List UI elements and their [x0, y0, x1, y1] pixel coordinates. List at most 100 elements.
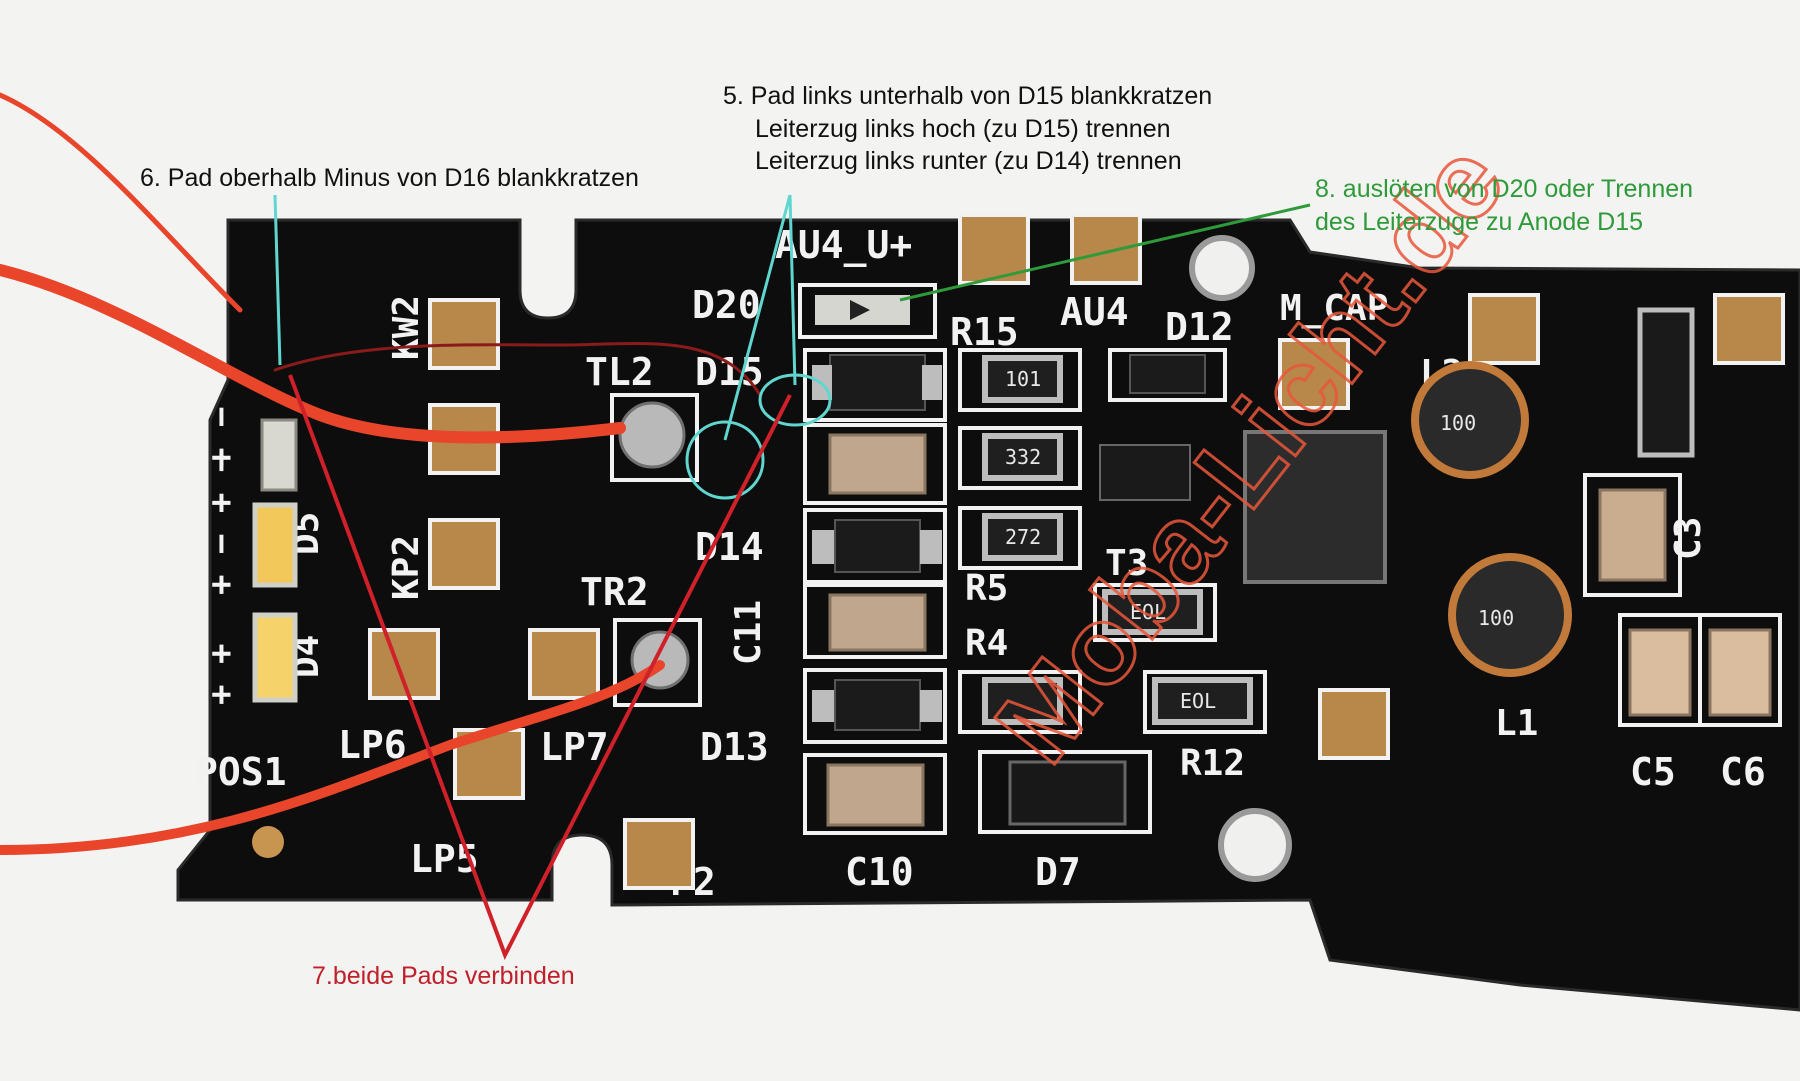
- capacitor-c3: [1598, 488, 1667, 582]
- pointer-red-step7: [288, 374, 792, 960]
- resistor-471: [1637, 307, 1695, 458]
- resistor-103b-marking: EOL: [1180, 689, 1216, 713]
- cyan-ring-pad: [685, 420, 765, 500]
- led-d6: [260, 418, 298, 492]
- resistor-103b: [1152, 677, 1253, 725]
- note-step6: 6. Pad oberhalb Minus von D16 blankkratz…: [140, 164, 639, 192]
- label-c6: C6: [1720, 750, 1766, 794]
- inductor-l2-marking: 100: [1440, 411, 1476, 435]
- label-lp5: LP5: [410, 837, 479, 881]
- note-step8-line1: 8. auslöten von D20 oder Trennen: [1315, 175, 1694, 203]
- pad-tr2-frame: [613, 618, 702, 707]
- red-wire-bottom: [0, 660, 665, 855]
- capacitor-c11: [828, 593, 927, 652]
- note-step5-line1: 5. Pad links unterhalb von D15 blankkrat…: [723, 82, 1213, 110]
- solder-blob-tl2: [618, 401, 686, 469]
- pointer-green-step8: [899, 203, 1311, 302]
- diode-d7: [1008, 760, 1127, 826]
- resistor-101: [982, 355, 1063, 403]
- resistor-103a-marking: EOL: [1130, 600, 1166, 624]
- polarity-marks: + −: [201, 407, 241, 468]
- label-d15: D15: [695, 350, 764, 394]
- pad: [1318, 688, 1390, 760]
- label-d7: D7: [1035, 850, 1081, 894]
- mount-hole: [1189, 235, 1255, 301]
- inductor-l2: [1411, 361, 1529, 479]
- diode-d14: [834, 519, 921, 573]
- led-d4: [252, 612, 298, 703]
- solder-joint: [812, 530, 834, 564]
- annotation-pointers: [273, 194, 1311, 960]
- polarity-marks: + +: [201, 644, 241, 705]
- pad: [428, 518, 500, 590]
- label-r15: R15: [950, 310, 1019, 354]
- diode-d15: [829, 354, 926, 411]
- label-d13: D13: [700, 725, 769, 769]
- pad: [1468, 293, 1540, 365]
- label-t3: T3: [1105, 543, 1148, 584]
- note-step5-line3: Leiterzug links runter (zu D14) trennen: [755, 147, 1182, 175]
- solder-joint: [920, 530, 942, 564]
- capacitor-c5: [1628, 628, 1692, 717]
- pointer-cyan-step5-left: [723, 194, 792, 441]
- label-lp6: LP6: [338, 723, 407, 767]
- polarity-marks: + − + −: [201, 452, 241, 595]
- resistor-101-marking: 101: [1005, 367, 1041, 391]
- solder-joint: [922, 365, 942, 400]
- label-d12: D12: [1165, 305, 1234, 349]
- pcb-board: [176, 218, 1800, 1012]
- pad: [623, 818, 695, 890]
- label-kw2: KW2: [386, 295, 427, 360]
- label-tr2: TR2: [580, 570, 649, 614]
- capacitor-c: [828, 433, 927, 495]
- label-c11: C11: [728, 600, 769, 665]
- resistor-r4: [982, 677, 1063, 725]
- label-c5: C5: [1630, 750, 1676, 794]
- diode-d20-mark: [850, 300, 870, 320]
- smd-components: 101 332 272 EOL EOL 100 100: [812, 295, 1772, 827]
- resistor-332-marking: 332: [1005, 445, 1041, 469]
- resistor-272: [982, 513, 1063, 561]
- label-c10: C10: [845, 850, 914, 894]
- note-step8-line2: des Leiterzuge zu Anode D15: [1315, 208, 1644, 236]
- mount-hole: [1218, 808, 1292, 882]
- thin-bridge-wire: [273, 342, 762, 397]
- pad-tl2-frame: [610, 393, 699, 482]
- label-kp2: KP2: [386, 535, 427, 600]
- red-wire-top: [0, 264, 626, 444]
- capacitor-c10: [826, 763, 925, 827]
- resistor-103a: [1102, 589, 1203, 635]
- resistor-332: [982, 433, 1063, 481]
- led-d5: [252, 502, 298, 588]
- label-tl2: TL2: [585, 350, 654, 394]
- smd-leds: [252, 418, 298, 703]
- label-l1: L1: [1495, 703, 1538, 744]
- diode-d12: [1129, 354, 1206, 394]
- resistor-272-marking: 272: [1005, 525, 1041, 549]
- wires: [0, 92, 762, 855]
- label-pos1: POS1: [195, 750, 287, 794]
- solder-joint: [812, 690, 834, 722]
- label-r4: R4: [965, 623, 1008, 664]
- pad: [1713, 293, 1785, 365]
- red-wire-top-thin: [0, 92, 243, 313]
- note-step7: 7.beide Pads verbinden: [312, 962, 575, 990]
- component-frames: [798, 283, 1782, 835]
- capacitor-c6: [1708, 628, 1772, 717]
- pad: [1278, 338, 1350, 410]
- cyan-ring-d15: [758, 373, 832, 427]
- pad: [528, 628, 600, 700]
- pointer-cyan-step6: [273, 194, 282, 366]
- label-d20: D20: [692, 283, 761, 327]
- pad: [1070, 213, 1142, 285]
- diode-d13: [834, 679, 921, 731]
- label-r5: R5: [965, 568, 1008, 609]
- label-au4: AU4: [1060, 290, 1129, 334]
- label-lp7: LP7: [540, 725, 609, 769]
- label-r12: R12: [1180, 743, 1245, 784]
- transistor-t3: [1099, 444, 1191, 501]
- ic-chip: [1243, 430, 1387, 584]
- label-au4-u: AU4_U+: [775, 223, 912, 267]
- inductor-l1: [1448, 553, 1572, 677]
